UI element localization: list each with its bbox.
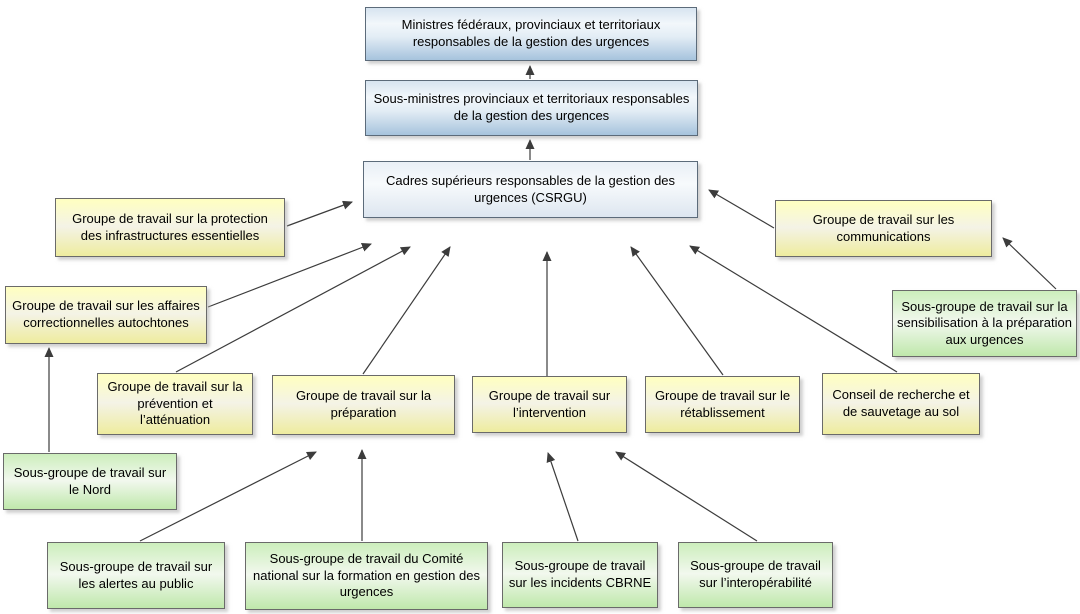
arrow-conseil-to-csrgu xyxy=(689,245,898,373)
arrow-protection-to-csrgu xyxy=(286,200,353,227)
node-intervention: Groupe de travail sur l’intervention xyxy=(472,376,627,433)
node-communications: Groupe de travail sur les communications xyxy=(775,200,992,257)
arrow-sensibilisation-to-communications xyxy=(1002,237,1057,290)
node-prevention: Groupe de travail sur la prévention et l… xyxy=(97,373,253,435)
node-sensibilisation: Sous-groupe de travail sur la sensibilis… xyxy=(892,290,1077,357)
arrow-alertes-to-preparation xyxy=(139,451,317,542)
node-protection: Groupe de travail sur la protection des … xyxy=(55,198,285,257)
node-ministres: Ministres fédéraux, provinciaux et terri… xyxy=(365,7,697,61)
arrow-retablissement-to-csrgu xyxy=(630,246,724,376)
node-interop: Sous-groupe de travail sur l’interopérab… xyxy=(678,542,833,608)
arrow-communications-to-csrgu xyxy=(708,189,775,229)
arrow-interop-to-intervention xyxy=(615,451,758,542)
node-retablissement: Groupe de travail sur le rétablissement xyxy=(645,376,800,433)
node-alertes: Sous-groupe de travail sur les alertes a… xyxy=(47,542,225,609)
node-cbrne: Sous-groupe de travail sur les incidents… xyxy=(502,542,658,608)
node-sous-ministres: Sous-ministres provinciaux et territoria… xyxy=(365,80,698,136)
node-nord: Sous-groupe de travail sur le Nord xyxy=(3,453,177,510)
arrow-prevention-to-csrgu xyxy=(175,246,411,373)
arrow-preparation-to-csrgu xyxy=(362,246,451,375)
node-comite: Sous-groupe de travail du Comité nationa… xyxy=(245,542,488,610)
arrow-correctionnelles-to-csrgu xyxy=(207,243,372,308)
node-correctionnelles: Groupe de travail sur les affaires corre… xyxy=(5,286,207,344)
node-csrgu: Cadres supérieurs responsables de la ges… xyxy=(363,161,698,218)
node-conseil: Conseil de recherche et de sauvetage au … xyxy=(822,373,980,435)
node-preparation: Groupe de travail sur la préparation xyxy=(272,375,455,435)
arrow-cbrne-to-intervention xyxy=(546,452,579,542)
